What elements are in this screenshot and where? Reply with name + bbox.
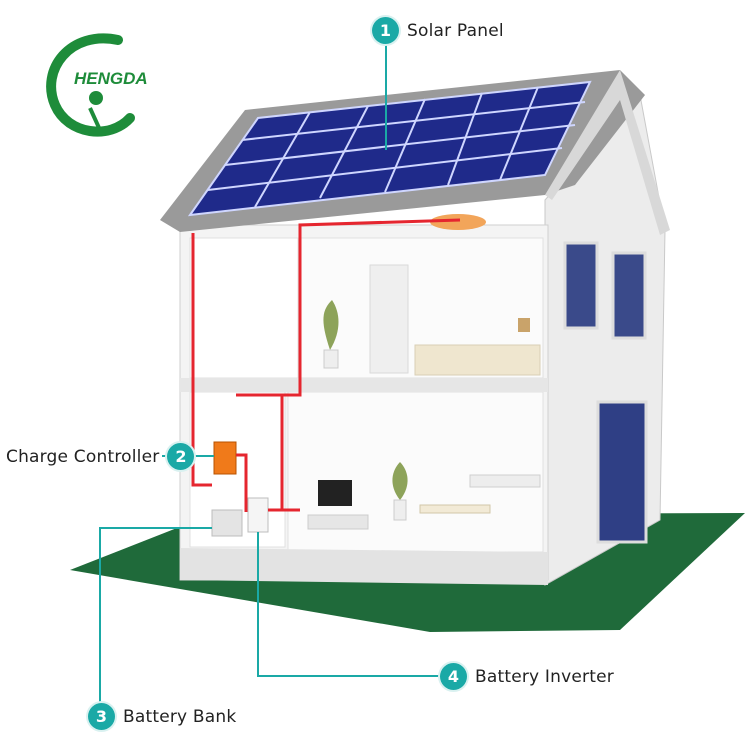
callout-label: Battery Bank (123, 707, 236, 727)
hengda-logo: HENGDA (51, 38, 148, 131)
callout-charge-controller: 2 Charge Controller (6, 443, 194, 470)
kitchen-counter (470, 475, 540, 487)
svg-text:HENGDA: HENGDA (74, 69, 148, 88)
callout-label: Solar Panel (407, 21, 504, 41)
callout-number-badge: 2 (167, 443, 194, 470)
tv (318, 480, 352, 506)
charge-controller-unit (214, 442, 236, 474)
dining-table (420, 505, 490, 513)
inverter-unit (248, 498, 268, 532)
window-upper-right (613, 253, 645, 338)
floor-slab (180, 378, 548, 392)
callout-battery-inverter: 4 Battery Inverter (440, 663, 614, 690)
callout-number-badge: 1 (372, 17, 399, 44)
battery-bank-unit (212, 510, 242, 536)
callout-battery-bank: 3 Battery Bank (88, 703, 236, 730)
tv-stand (308, 515, 368, 529)
plant-downstairs (392, 462, 407, 520)
callout-solar-panel: 1 Solar Panel (372, 17, 504, 44)
base-slab (180, 548, 548, 585)
door (370, 265, 408, 373)
callout-number-badge: 3 (88, 703, 115, 730)
window-upper-left (565, 243, 597, 328)
plant-upstairs (323, 300, 338, 368)
callout-number-badge: 4 (440, 663, 467, 690)
upper-room-left (190, 238, 298, 378)
callout-label: Charge Controller (6, 447, 159, 467)
lamp (518, 318, 530, 332)
bed (415, 345, 540, 375)
glass-door (598, 402, 646, 542)
callout-label: Battery Inverter (475, 667, 614, 687)
